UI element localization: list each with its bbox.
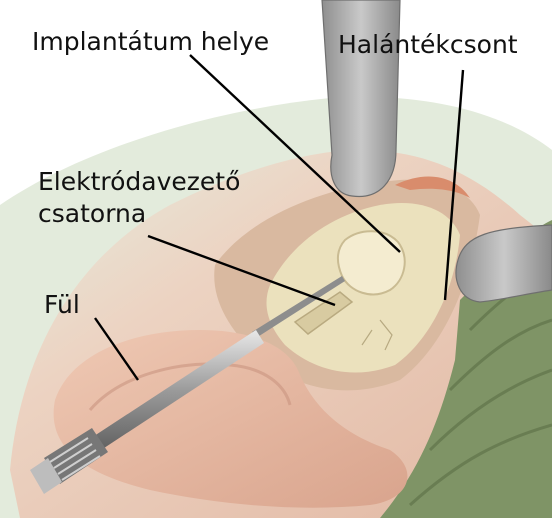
ear-label: Fül (44, 290, 80, 319)
electrode-channel-label-line1: Elektródavezető (38, 167, 240, 196)
temporal-bone-label: Halántékcsont (338, 30, 518, 59)
electrode-channel-label-line2: csatorna (38, 199, 146, 228)
implant-well (338, 231, 405, 294)
implant-site-label: Implantátum helye (32, 27, 269, 56)
